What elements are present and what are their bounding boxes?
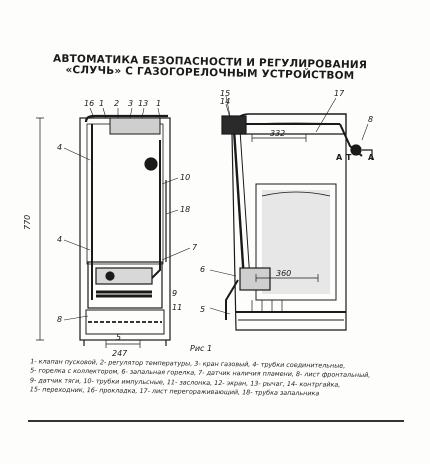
dim-332: 332 [270,129,285,138]
label-6: 6 [200,265,205,274]
firebox-fill [262,190,330,294]
front-casing [79,117,171,341]
bottom-rule [28,420,404,422]
burner-box [87,261,163,309]
label-4a: 4 [57,143,62,152]
label-8-side: 8 [368,115,373,124]
label-10: 10 [180,173,190,182]
side-burner [239,267,271,291]
thermostat-body [109,117,161,135]
dim-T: T [346,153,352,162]
label-15: 15 [220,89,230,98]
label-2: 2 [114,99,119,108]
burner-block [95,267,153,285]
side-burner-pipe [225,279,239,320]
legend: 1- клапан пусковой, 2- регулятор темпера… [30,357,406,399]
label-4b: 4 [57,235,62,244]
label-16: 16 [84,99,94,108]
label-5-side: 5 [200,305,205,314]
label-5: 5 [116,333,121,342]
dimension-labels: 770 247 332 360 A T A [23,129,375,358]
front-inner-panel [86,123,164,265]
label-9: 9 [172,289,177,298]
label-18: 18 [180,205,190,214]
side-dimensions [251,134,319,282]
front-base [85,309,165,335]
label-13: 13 [138,99,148,108]
label-3: 3 [128,99,133,108]
dim-360: 360 [276,269,291,278]
control-knob [144,157,158,171]
label-14: 14 [220,97,230,106]
burner-collector [96,290,152,298]
side-view [221,113,373,331]
side-regulator [221,115,247,135]
figure-caption: Рис 1 [190,344,213,353]
side-leaders [209,95,369,315]
front-labels: 16 1 2 3 13 1 4 4 10 18 7 8 9 11 5 [57,99,198,342]
label-1: 1 [99,99,104,108]
label-7: 7 [192,243,198,252]
side-labels: 15 14 17 8 6 5 [200,89,373,314]
dim-247: 247 [112,349,128,358]
side-tube-outer [232,129,246,281]
label-17: 17 [334,89,345,98]
side-firebox [255,183,337,301]
impulse-tube [149,140,161,281]
front-dimensions [36,117,141,348]
dim-A2: A [368,153,375,162]
side-casing [231,133,347,331]
dim-A: A [336,153,343,162]
label-8: 8 [57,315,62,324]
label-1b: 1 [156,99,161,108]
front-view [79,114,171,346]
front-leaders [63,107,191,321]
side-tube-inner [239,129,251,281]
top-pipe [84,114,168,123]
label-11: 11 [172,303,182,312]
dim-770: 770 [23,215,32,230]
